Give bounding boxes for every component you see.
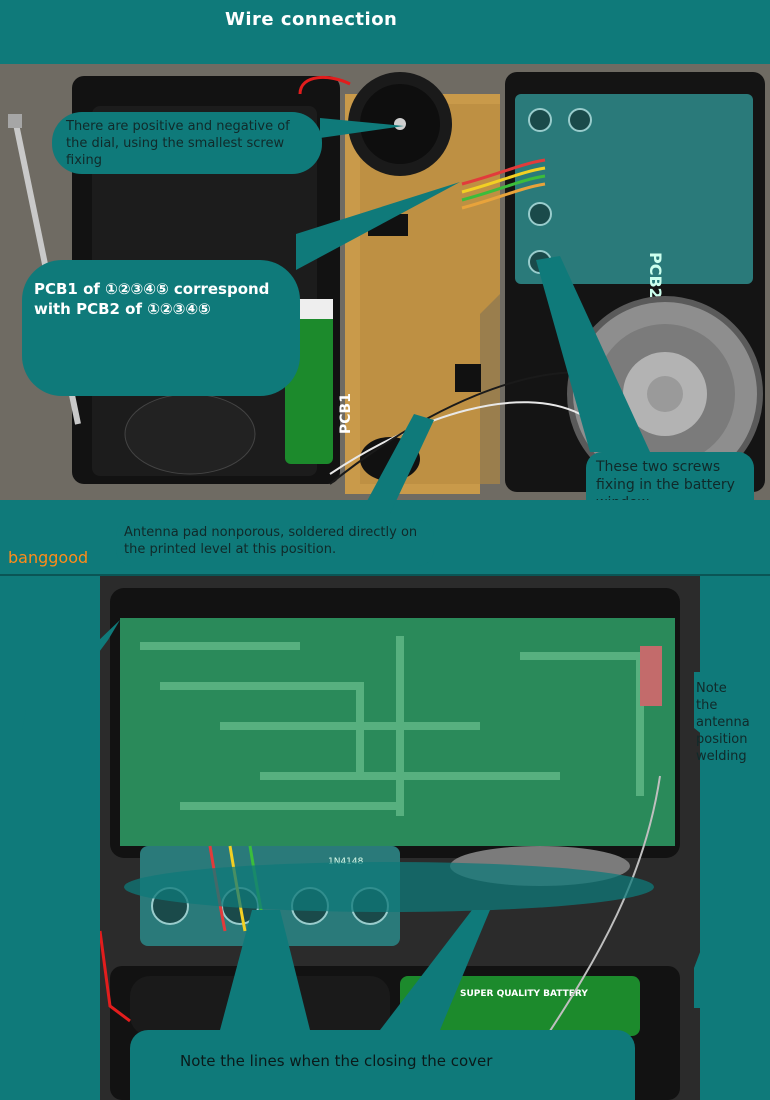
callout-screws-pointer	[536, 256, 650, 452]
callout-pcb-map: PCB1 of ①②③④⑤ correspond with PCB2 of ①②…	[22, 260, 300, 396]
callout-antenna-pad: Antenna pad nonporous, soldered directly…	[116, 520, 434, 566]
right-bracket	[694, 672, 756, 1008]
antenna-note-line-5: welding	[696, 749, 747, 764]
brand-logo: banggood	[8, 548, 89, 567]
page-title: Wire connection	[225, 9, 398, 30]
section-divider	[0, 574, 770, 576]
closing-note-text: Note the lines when the closing the cove…	[180, 1052, 493, 1070]
pcb-map-line-1: PCB1 of ①②③④⑤ correspond	[34, 280, 270, 298]
callout-dial-pointer	[320, 118, 404, 138]
pcb1-label: PCB1	[338, 393, 354, 434]
connector-highlight-oval	[124, 862, 654, 912]
closing-note: Note the lines when the closing the cove…	[130, 1030, 635, 1100]
pcb-map-line-2: with PCB2 of ①②③④⑤	[34, 300, 211, 318]
antenna-note: Note the antenna position welding	[696, 680, 770, 765]
pcb2-board	[515, 94, 753, 284]
callout-screws: These two screws fixing in the battery w…	[586, 452, 754, 500]
antenna-note-line-4: position	[696, 732, 748, 747]
callout-dial-text: There are positive and negative of the d…	[66, 119, 290, 168]
callout-pcb-pointer	[296, 182, 460, 270]
battery-lower	[400, 976, 640, 1036]
callout-screws-text: These two screws fixing in the battery w…	[596, 459, 735, 500]
callout-antenna-pointer	[360, 414, 434, 514]
closing-note-pointer	[220, 910, 490, 1030]
pcb2-label: PCB2	[646, 252, 665, 299]
battery-label: SUPER QUALITY BATTERY	[460, 989, 588, 999]
antenna-note-line-2: the	[696, 698, 718, 713]
antenna-note-line-1: Note	[696, 681, 727, 696]
callout-antenna-pad-text: Antenna pad nonporous, soldered directly…	[124, 525, 418, 557]
left-bracket	[22, 620, 120, 950]
antenna-note-line-3: antenna	[696, 715, 750, 730]
title-bar: Wire connection	[0, 0, 770, 65]
callout-dial: There are positive and negative of the d…	[52, 112, 322, 174]
